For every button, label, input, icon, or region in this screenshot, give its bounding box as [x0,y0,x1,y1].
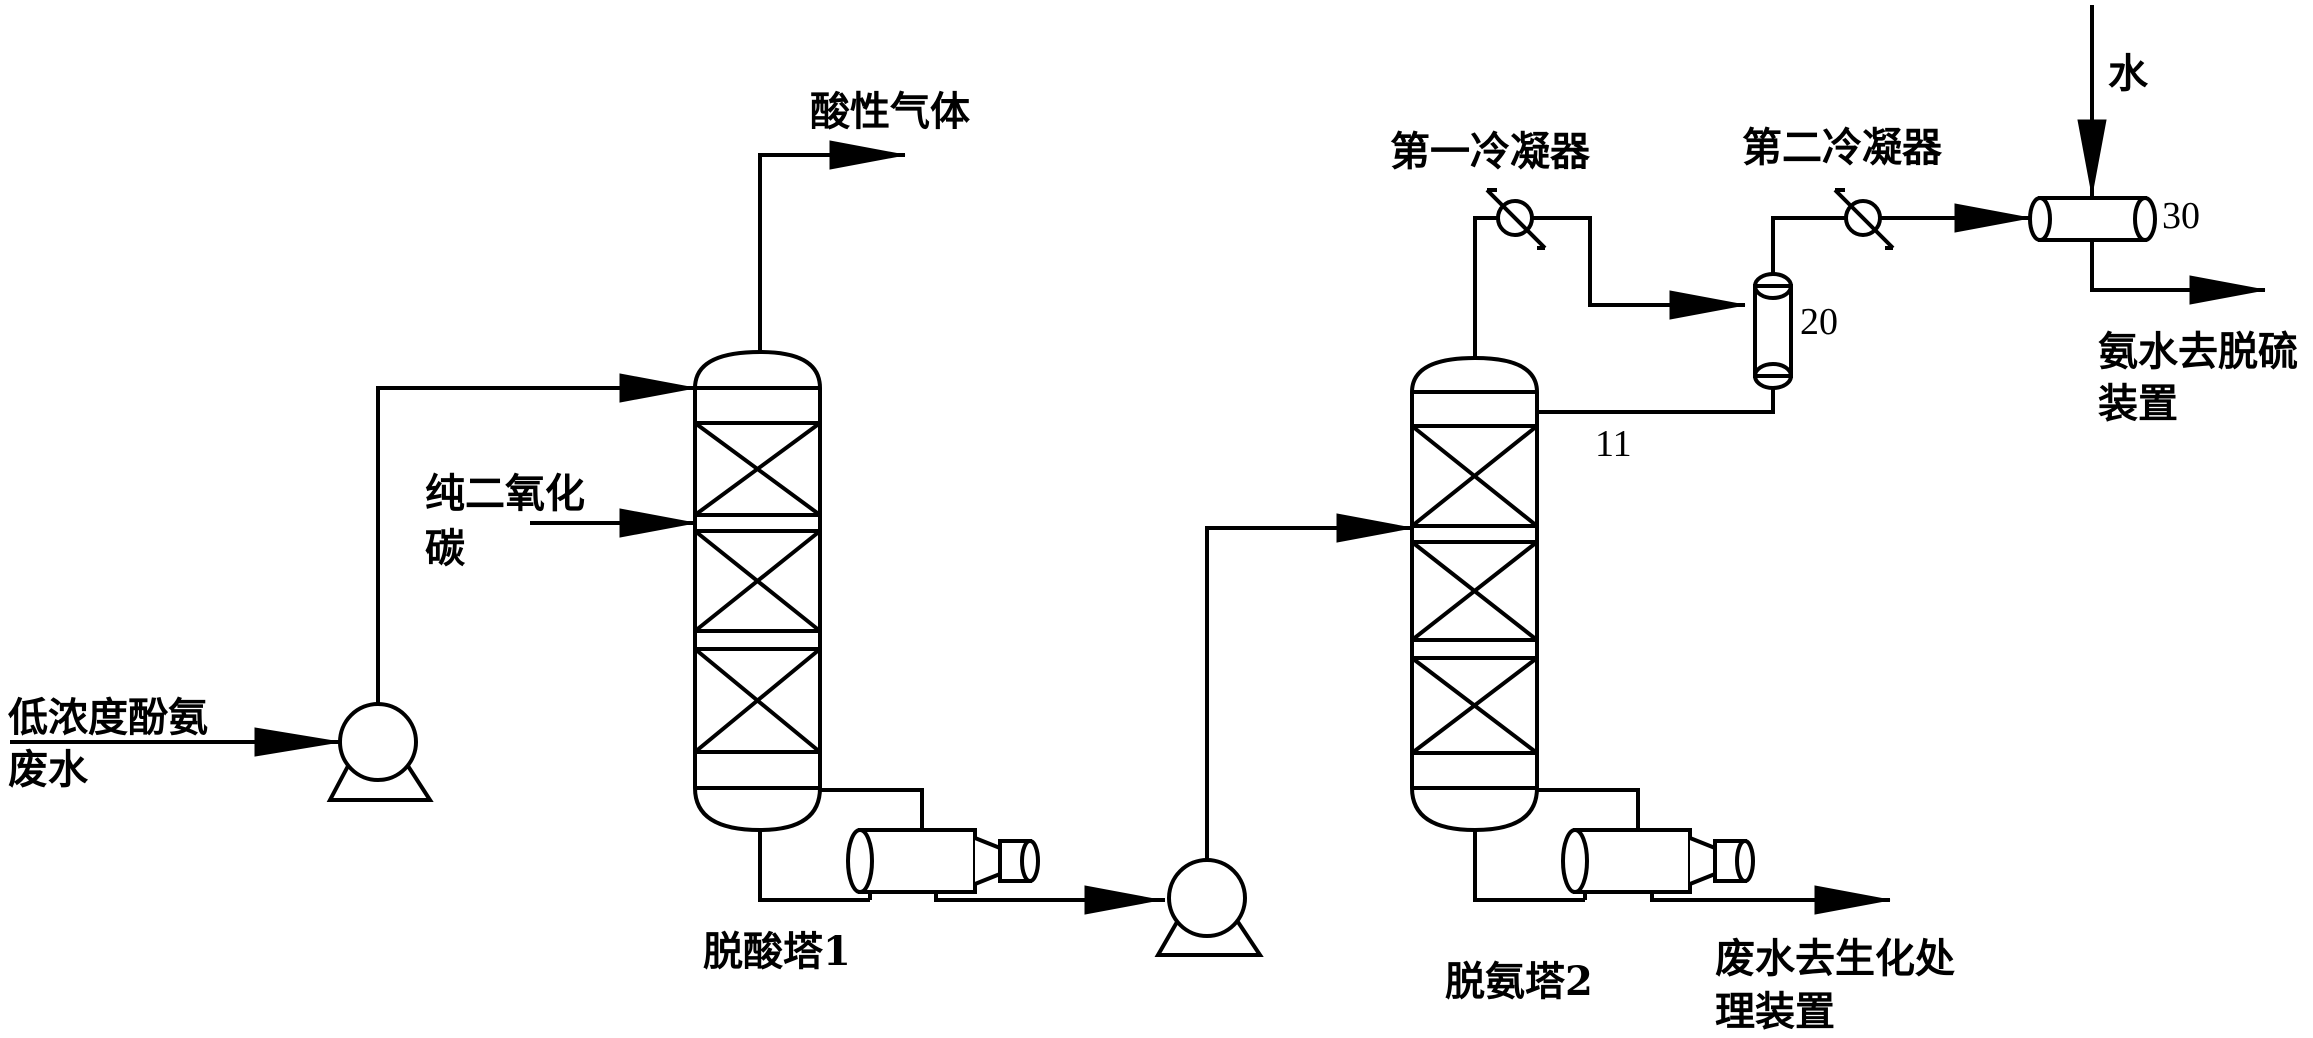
vessel-30-label: 30 [2162,195,2200,237]
acid-gas-line [758,153,905,352]
deammonia-tower [1410,355,1539,833]
acid-gas-label: 酸性气体 [810,88,970,135]
feed-pump [326,702,434,802]
vessel30-feed-arrow [1954,203,2031,233]
second-condenser-label: 第二冷凝器 [1742,124,1942,171]
vessel20-overhead-line [1771,216,2030,274]
pump1-to-tower1-line [376,386,695,704]
deacid-tower [693,349,822,833]
water-arrow [2077,119,2107,196]
wastewater-out-label-line2: 理装置 [1715,988,1835,1035]
deacid-tower-label: 脱酸塔1 [703,928,851,975]
bottoms2-line [1650,892,1890,902]
vessel-30 [2028,196,2157,242]
acid-gas-arrow [829,140,906,170]
vessel20-feed-arrow [1669,290,1746,320]
stream-11-label: 11 [1595,423,1632,465]
reboiler-1 [758,788,1040,902]
co2-label-line2: 碳 [425,525,465,572]
water-label: 水 [2108,50,2148,97]
ammonia-out-arrow [2189,275,2266,305]
tower2-feed-arrow [1336,513,1413,543]
vessel-20 [1753,272,1793,390]
feed-arrow [254,727,341,757]
co2-arrow [619,508,696,538]
stream-11-line [1537,388,1775,414]
tower1-feed-arrow [619,373,696,403]
ammonia-out-label-line1: 氨水去脱硫 [2098,328,2298,375]
pump2-to-tower2-line [1205,526,1412,860]
second-condenser [1833,188,1895,250]
ammonia-out-label-line2: 装置 [2098,380,2178,427]
wastewater-out-label-line1: 废水去生化处 [1715,935,1955,982]
feed-label-line2: 废水 [8,746,88,793]
co2-label-line1: 纯二氧化 [425,470,585,517]
first-condenser-label: 第一冷凝器 [1390,128,1590,175]
deammonia-tower-label: 脱氨塔2 [1445,958,1593,1005]
feed-label-line1: 低浓度酚氨 [8,694,208,741]
bottoms2-arrow [1814,885,1891,915]
vessel-20-label: 20 [1800,301,1838,343]
ammonia-out-line [2090,240,2265,292]
reboiler-2 [1473,788,1755,902]
first-condenser [1485,188,1547,250]
tower2-overhead-line [1473,216,1745,358]
pump-2 [1154,858,1264,957]
bottoms1-arrow [1084,885,1161,915]
